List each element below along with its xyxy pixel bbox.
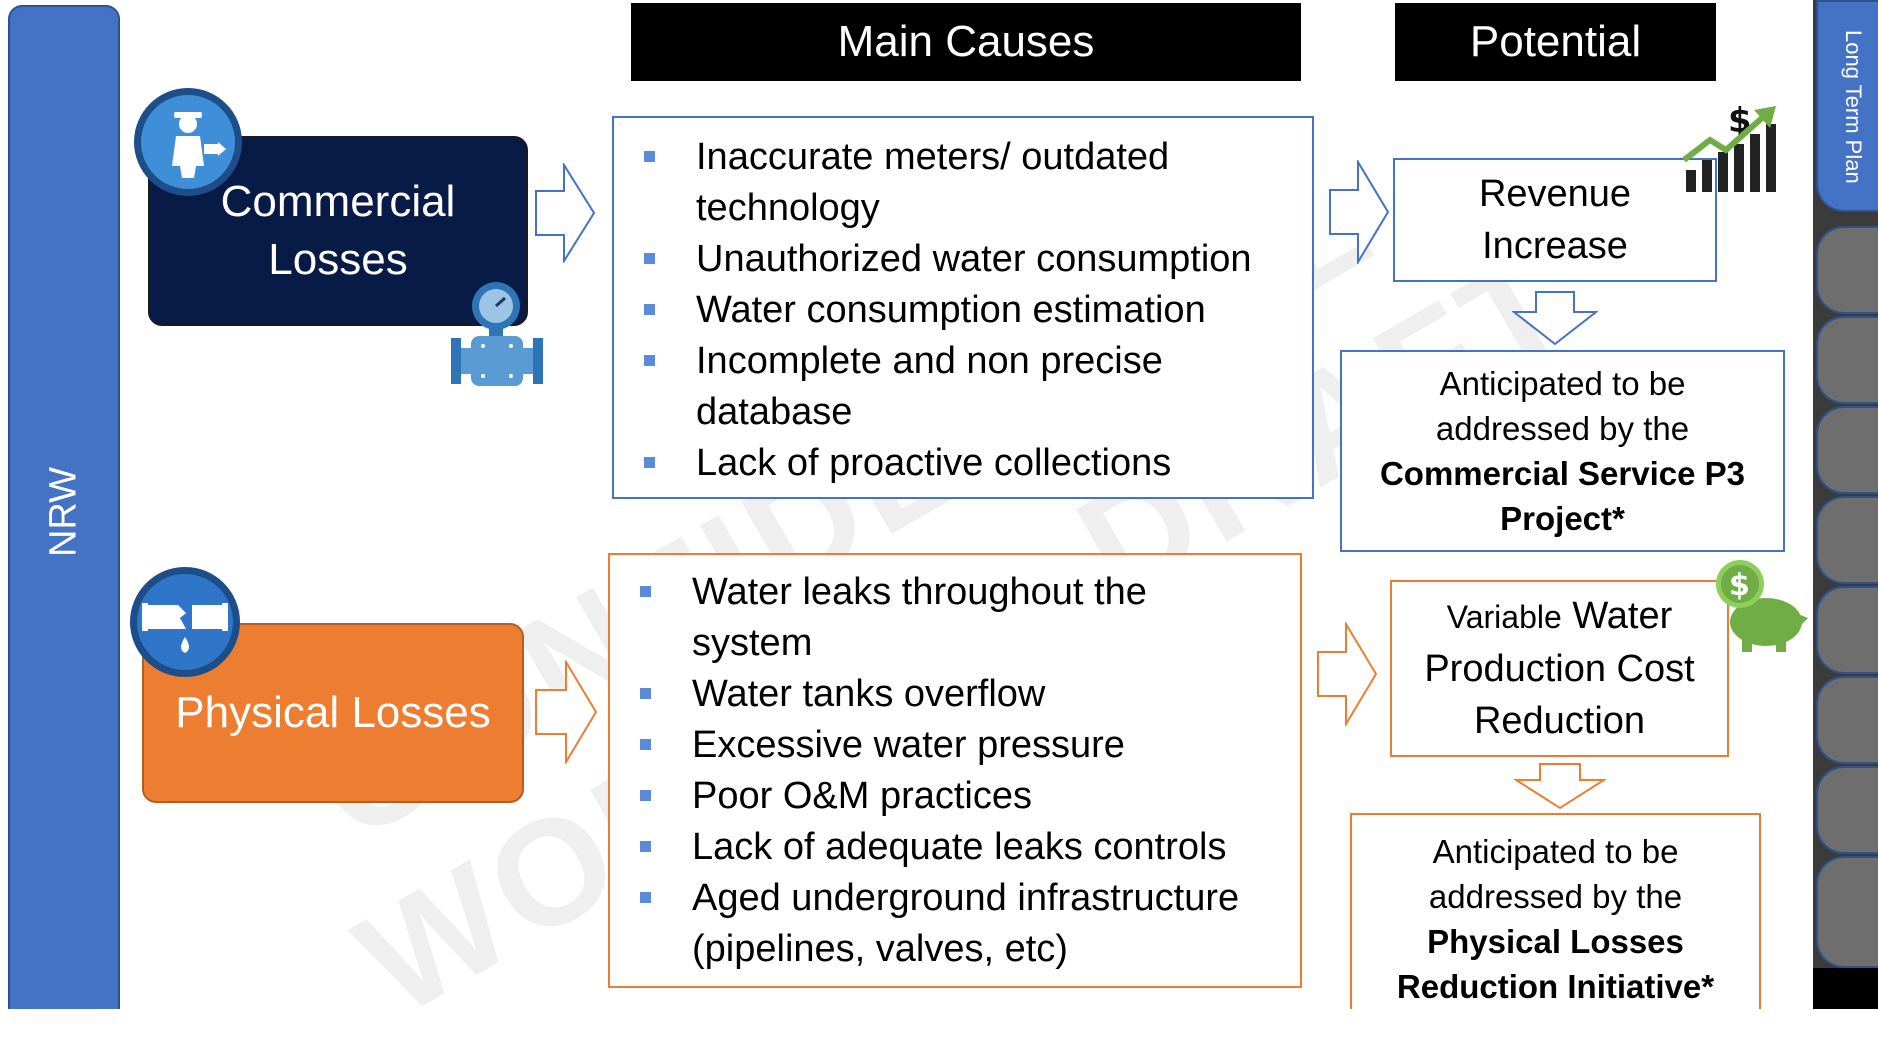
physical-losses-title: Physical Losses (175, 688, 491, 737)
sidebar-tab[interactable] (1816, 406, 1878, 494)
list-item: Excessive water pressure (610, 720, 1280, 771)
list-item: Poor O&M practices (610, 771, 1280, 822)
anticipated-prefix: Anticipated to be addressed by the (1435, 365, 1690, 447)
nrw-label: NRW (42, 466, 85, 558)
sidebar-tab[interactable] (1816, 496, 1878, 584)
sidebar-footer (1813, 968, 1878, 1009)
physical-causes-box: Water leaks throughout the system Water … (608, 553, 1302, 988)
variable-cost-text: Water Production Cost Reduction (1424, 595, 1695, 742)
variable-word: Variable (1446, 599, 1562, 635)
variable-cost-box: Variable Water Production Cost Reduction (1390, 580, 1729, 757)
broken-pipe-icon (128, 565, 242, 679)
piggy-bank-icon: $ (1712, 558, 1808, 654)
physical-anticipated-box: Anticipated to be addressed by the Physi… (1350, 813, 1761, 1009)
sidebar-tab[interactable] (1816, 766, 1878, 854)
list-item: Lack of adequate leaks controls (610, 822, 1280, 873)
list-item: Water tanks overflow (610, 669, 1280, 720)
arrow-right-icon (534, 658, 598, 766)
arrow-right-icon (534, 161, 596, 265)
arrow-down-icon (1511, 290, 1599, 346)
physical-causes-list: Water leaks throughout the system Water … (610, 555, 1300, 975)
arrow-right-icon (1316, 620, 1378, 728)
potential-header: Potential (1395, 3, 1716, 81)
list-item: Inaccurate meters/ outdated technology (614, 132, 1312, 234)
tab-long-term-plan-label: Long Term Plan (1841, 30, 1866, 184)
commercial-anticipated-box: Anticipated to be addressed by the Comme… (1340, 350, 1785, 552)
list-item: Unauthorized water consumption (614, 234, 1312, 285)
physical-project-name: Physical Losses Reduction Initiative* (1396, 923, 1715, 1005)
list-item: Incomplete and non precise database (614, 336, 1312, 438)
water-meter-icon (443, 278, 563, 388)
sidebar-tab[interactable] (1816, 316, 1878, 404)
list-item: Aged underground infrastructure (pipelin… (610, 873, 1280, 975)
commercial-causes-list: Inaccurate meters/ outdated technology U… (614, 118, 1312, 489)
nrw-sidebar: NRW (8, 5, 120, 1009)
sidebar-tab[interactable] (1816, 676, 1878, 764)
revenue-chart-icon: $ (1682, 100, 1782, 192)
arrow-right-icon (1328, 158, 1390, 266)
commercial-causes-box: Inaccurate meters/ outdated technology U… (612, 116, 1314, 499)
list-item: Lack of proactive collections (614, 438, 1312, 489)
revenue-increase-box: Revenue Increase (1393, 158, 1717, 282)
commercial-losses-box: Commercial Losses (148, 136, 528, 326)
tab-long-term-plan[interactable] (1816, 0, 1878, 212)
sidebar-tab[interactable] (1816, 856, 1878, 968)
sidebar-tab[interactable] (1816, 226, 1878, 314)
meter-reader-icon (132, 86, 244, 198)
list-item: Water leaks throughout the system (610, 567, 1280, 669)
main-causes-header: Main Causes (631, 3, 1301, 81)
commercial-losses-title: Commercial Losses (220, 177, 456, 284)
arrow-down-icon (1512, 762, 1608, 810)
commercial-project-name: Commercial Service P3 Project* (1379, 455, 1746, 537)
sidebar-tab[interactable] (1816, 586, 1878, 674)
list-item: Water consumption estimation (614, 285, 1312, 336)
svg-text:$: $ (1729, 568, 1750, 603)
anticipated-prefix: Anticipated to be addressed by the (1428, 833, 1683, 915)
revenue-increase-text: Revenue Increase (1478, 173, 1632, 267)
